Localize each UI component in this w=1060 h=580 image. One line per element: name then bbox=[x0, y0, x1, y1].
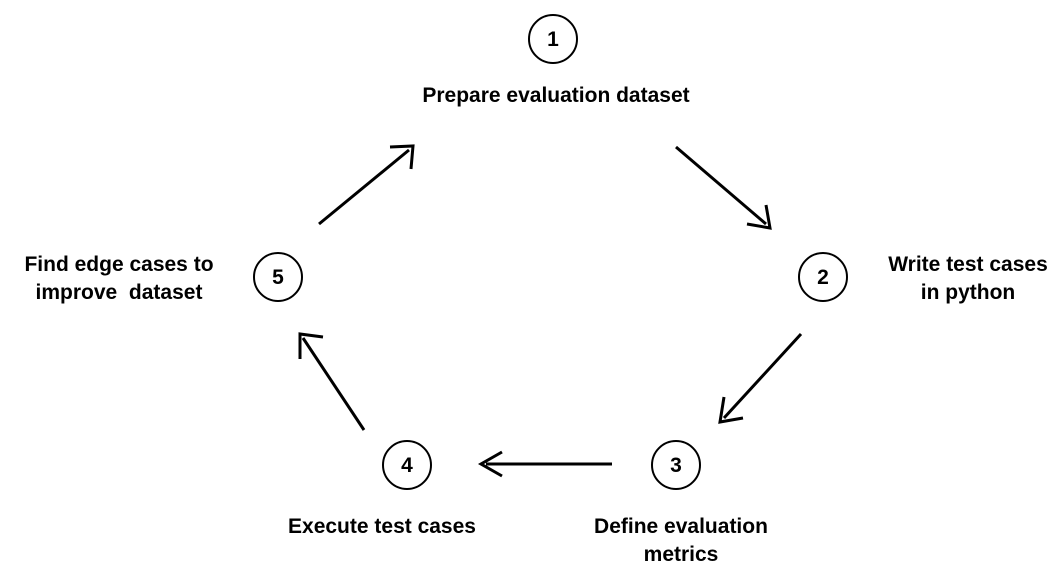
arrow-3-to-4 bbox=[477, 450, 612, 478]
step-circle-4[interactable]: 4 bbox=[382, 440, 432, 490]
step-label-3: Define evaluation metrics bbox=[594, 515, 768, 566]
arrow-1-to-2 bbox=[675, 145, 772, 230]
step-circle-2[interactable]: 2 bbox=[798, 252, 848, 302]
step-number-3: 3 bbox=[670, 453, 682, 477]
step-number-5: 5 bbox=[272, 265, 284, 289]
step-label-2: Write test cases in python bbox=[888, 253, 1048, 304]
step-label-1: Prepare evaluation dataset bbox=[422, 84, 690, 107]
step-label-4: Execute test cases bbox=[288, 515, 476, 538]
step-circle-5[interactable]: 5 bbox=[253, 252, 303, 302]
step-circle-3[interactable]: 3 bbox=[651, 440, 701, 490]
step-label-5: Find edge cases to improve dataset bbox=[24, 253, 214, 304]
arrow-5-to-1 bbox=[318, 144, 415, 226]
arrow-2-to-3 bbox=[718, 332, 803, 424]
step-number-4: 4 bbox=[401, 453, 413, 477]
step-number-1: 1 bbox=[547, 27, 559, 51]
arrow-4-to-5 bbox=[298, 332, 366, 431]
step-circle-1[interactable]: 1 bbox=[528, 14, 578, 64]
step-number-2: 2 bbox=[817, 265, 829, 289]
